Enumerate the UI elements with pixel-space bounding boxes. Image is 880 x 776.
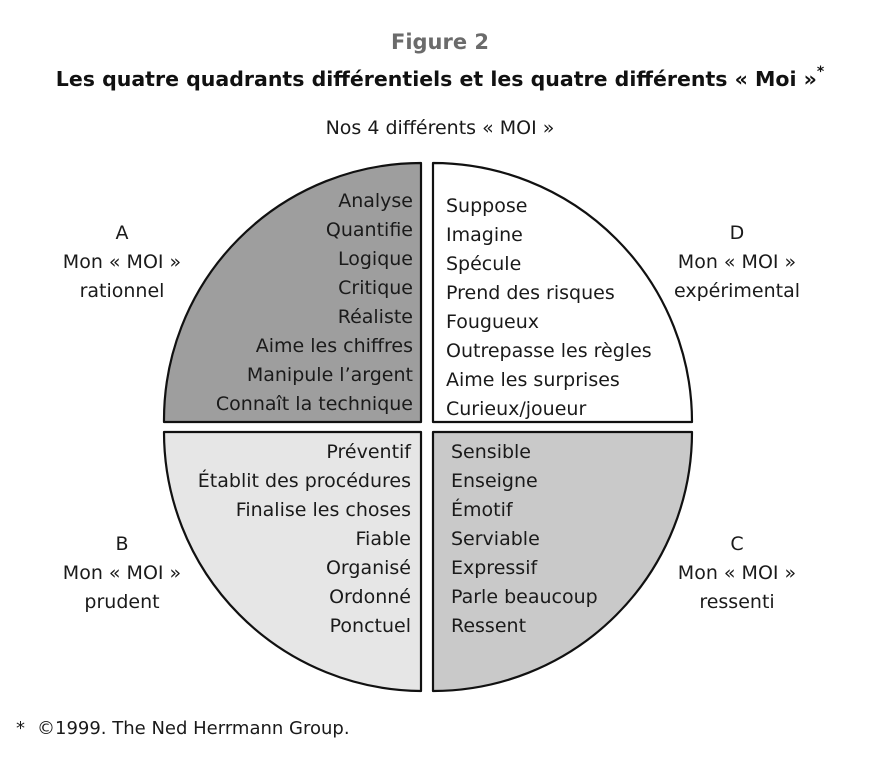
footnote-marker: *	[16, 718, 25, 739]
center-label: Nos 4 différents « MOI »	[325, 117, 555, 139]
quadrant-d-line2: expérimental	[673, 280, 801, 302]
quadrant-b-line1: Mon « MOI »	[62, 562, 182, 584]
quadrant-c-item: Parle beaucoup	[451, 586, 598, 608]
quadrant-d-item: Aime les surprises	[446, 369, 620, 391]
quadrant-a-letter: A	[115, 222, 129, 244]
quadrant-b-item: Ponctuel	[329, 615, 411, 637]
quadrant-b-line2: prudent	[84, 591, 160, 613]
figure-title: Les quatre quadrants différentiels et le…	[0, 64, 880, 91]
quadrant-a-item: Connaît la technique	[215, 393, 413, 415]
quadrant-c-label: C Mon « MOI » ressenti	[637, 530, 837, 617]
quadrant-d-line1: Mon « MOI »	[677, 251, 797, 273]
quadrant-a-item: Critique	[338, 277, 413, 299]
quadrant-c-item: Émotif	[451, 499, 513, 521]
quadrant-c-line2: ressenti	[699, 591, 775, 613]
quadrant-b-shape	[162, 430, 423, 693]
quadrant-d-item: Spécule	[446, 253, 522, 275]
quadrant-b-item: Organisé	[325, 557, 411, 579]
quadrant-d-item: Prend des risques	[446, 282, 615, 304]
quadrant-a-item: Logique	[337, 248, 413, 270]
quadrant-a-items: Analyse Quantifie Logique Critique Réali…	[216, 187, 413, 419]
quadrant-a-shape	[162, 161, 423, 424]
quadrant-d-item: Curieux/joueur	[446, 398, 587, 420]
quadrant-a-item: Aime les chiffres	[255, 335, 413, 357]
quadrant-c-item: Sensible	[451, 441, 531, 463]
quadrant-c-item: Expressif	[451, 557, 538, 579]
quadrant-b-item: Établit des procédures	[197, 470, 411, 492]
quadrant-b-letter: B	[115, 533, 129, 555]
quadrant-b-item: Fiable	[355, 528, 412, 550]
quadrant-d-item: Outrepasse les règles	[446, 340, 652, 362]
quadrant-c-shape	[431, 430, 694, 693]
footnote-text: ©1999. The Ned Herrmann Group.	[37, 718, 350, 739]
quadrant-b-item: Finalise les choses	[235, 499, 411, 521]
quadrant-a-item: Manipule l’argent	[246, 364, 413, 386]
quadrant-a-line2: rationnel	[79, 280, 165, 302]
quadrant-b-item: Préventif	[326, 441, 411, 463]
quadrant-a-item: Quantifie	[325, 219, 413, 241]
quadrant-c-item: Enseigne	[451, 470, 538, 492]
quadrant-a-item: Analyse	[338, 190, 413, 212]
quadrant-d-item: Fougueux	[446, 311, 539, 333]
quadrant-c-items: Sensible Enseigne Émotif Serviable Expre…	[451, 438, 598, 641]
figure-label: Figure 2	[390, 30, 490, 54]
quadrant-c-item: Serviable	[451, 528, 540, 550]
quadrant-d-item: Imagine	[446, 224, 523, 246]
quadrant-b-item: Ordonné	[329, 586, 411, 608]
figure-title-text: Les quatre quadrants différentiels et le…	[55, 66, 817, 91]
quadrant-c-item: Ressent	[451, 615, 527, 637]
quadrant-b-label: B Mon « MOI » prudent	[22, 530, 222, 617]
quadrant-b-items: Préventif Établit des procédures Finalis…	[198, 438, 411, 641]
quadrant-c-line1: Mon « MOI »	[677, 562, 797, 584]
quadrant-d-items: Suppose Imagine Spécule Prend des risque…	[446, 192, 652, 424]
quadrant-d-item: Suppose	[446, 195, 528, 217]
figure-title-marker: *	[816, 64, 825, 80]
quadrant-a-line1: Mon « MOI »	[62, 251, 182, 273]
quadrant-c-letter: C	[730, 533, 744, 555]
quadrant-d-label: D Mon « MOI » expérimental	[637, 219, 837, 306]
footnote: * ©1999. The Ned Herrmann Group.	[16, 718, 350, 739]
quadrant-a-label: A Mon « MOI » rationnel	[22, 219, 222, 306]
quadrant-d-shape	[431, 161, 694, 424]
quadrant-d-letter: D	[729, 222, 745, 244]
quadrant-a-item: Réaliste	[337, 306, 413, 328]
